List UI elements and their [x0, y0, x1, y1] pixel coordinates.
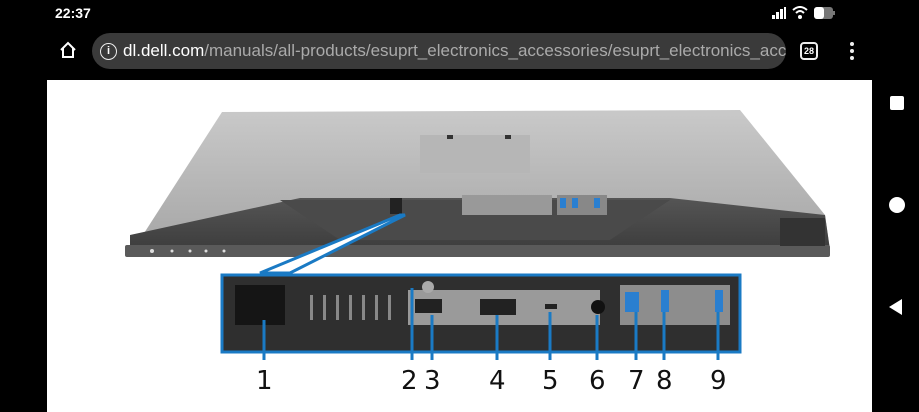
- port-label-9: 9: [710, 366, 727, 396]
- port-label-3: 3: [424, 366, 441, 396]
- home-button[interactable]: [58, 40, 78, 65]
- status-icons: [772, 6, 836, 19]
- port-label-8: 8: [656, 366, 673, 396]
- home-icon: [60, 41, 76, 58]
- menu-button[interactable]: [849, 42, 855, 60]
- address-bar[interactable]: i dl.dell.com/manuals/all-products/esupr…: [92, 33, 786, 69]
- port-label-6: 6: [589, 366, 606, 396]
- back-button[interactable]: [889, 299, 902, 315]
- port-label-4: 4: [489, 366, 506, 396]
- recents-button[interactable]: [890, 96, 904, 110]
- port-label-5: 5: [542, 366, 559, 396]
- url-path: /manuals/all-products/esuprt_electronics…: [204, 41, 786, 60]
- wifi-icon: [792, 6, 808, 19]
- port-label-7: 7: [628, 366, 645, 396]
- home-nav-button[interactable]: [889, 197, 905, 213]
- url-domain: dl.dell.com: [123, 41, 205, 60]
- port-label-1: 1: [256, 366, 273, 396]
- port-label-2: 2: [401, 366, 418, 396]
- signal-icon: [772, 6, 786, 19]
- info-icon[interactable]: i: [100, 42, 117, 60]
- monitor-rear-ports-image: [125, 110, 830, 360]
- battery-icon: [814, 6, 835, 19]
- tab-switcher-button[interactable]: 28: [800, 42, 818, 60]
- status-time: 22:37: [55, 5, 91, 21]
